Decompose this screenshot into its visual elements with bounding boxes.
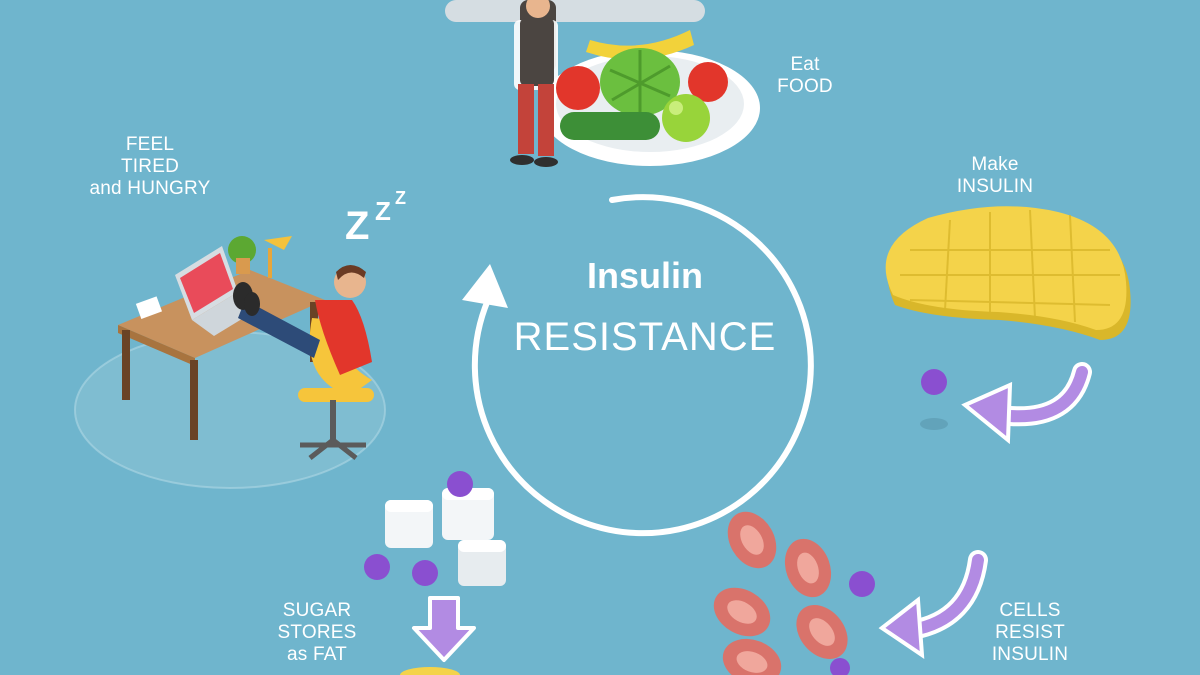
- curved-arrow-icon: [878, 550, 988, 659]
- center-title: Insulin: [587, 255, 703, 296]
- step-label-line: RESIST: [995, 622, 1065, 643]
- food-plate-icon: [556, 30, 728, 142]
- down-arrow-icon: [412, 596, 476, 662]
- step-label-eat-food: Eat FOOD: [760, 54, 850, 98]
- step-label-make-insulin: Make INSULIN: [935, 154, 1055, 198]
- step-label-line: FEEL: [125, 134, 175, 155]
- step-label-line: INSULIN: [991, 644, 1069, 665]
- pancreas-icon: [885, 206, 1131, 340]
- insulin-molecule-icon: [364, 554, 390, 580]
- sleep-z-small: Z: [395, 188, 406, 208]
- step-label-line: FOOD: [777, 76, 833, 97]
- step-label-line: as FAT: [287, 644, 347, 665]
- step-label-line: Eat: [790, 54, 820, 75]
- desk-worker-icon: [74, 236, 386, 489]
- step-label-line: Make: [971, 154, 1019, 175]
- step-label-line: SUGAR: [282, 600, 352, 621]
- step-label-sugar-stores: SUGAR STORES as FAT: [262, 600, 372, 666]
- insulin-molecule-icon: [447, 471, 473, 497]
- cycle-ring: [462, 194, 814, 537]
- insulin-molecule-icon: [921, 369, 947, 395]
- center-subtitle: RESISTANCE: [513, 315, 777, 359]
- cycle-arrowhead-icon: [462, 264, 508, 308]
- curved-arrow-icon: [961, 362, 1092, 445]
- sleep-z-large: Z: [345, 204, 370, 248]
- fat-cell-icon: [400, 667, 460, 675]
- step-label-line: CELLS: [999, 600, 1061, 621]
- step-label-line: STORES: [277, 622, 357, 643]
- sugar-cube-icon: [385, 488, 506, 586]
- insulin-molecule-icon: [412, 560, 438, 586]
- sleep-z-medium: Z: [375, 196, 391, 226]
- step-label-cells-resist: CELLS RESIST INSULIN: [975, 600, 1085, 666]
- step-label-feel-tired: FEEL TIRED and HUNGRY: [70, 134, 230, 200]
- sleep-z-icon: Z Z Z: [345, 188, 415, 256]
- step-label-line: and HUNGRY: [89, 178, 211, 199]
- step-label-line: TIRED: [121, 156, 179, 177]
- insulin-molecule-icon: [830, 658, 850, 675]
- step-label-line: INSULIN: [956, 176, 1034, 197]
- insulin-molecule-icon: [849, 571, 875, 597]
- blood-cell-icon: [713, 511, 848, 675]
